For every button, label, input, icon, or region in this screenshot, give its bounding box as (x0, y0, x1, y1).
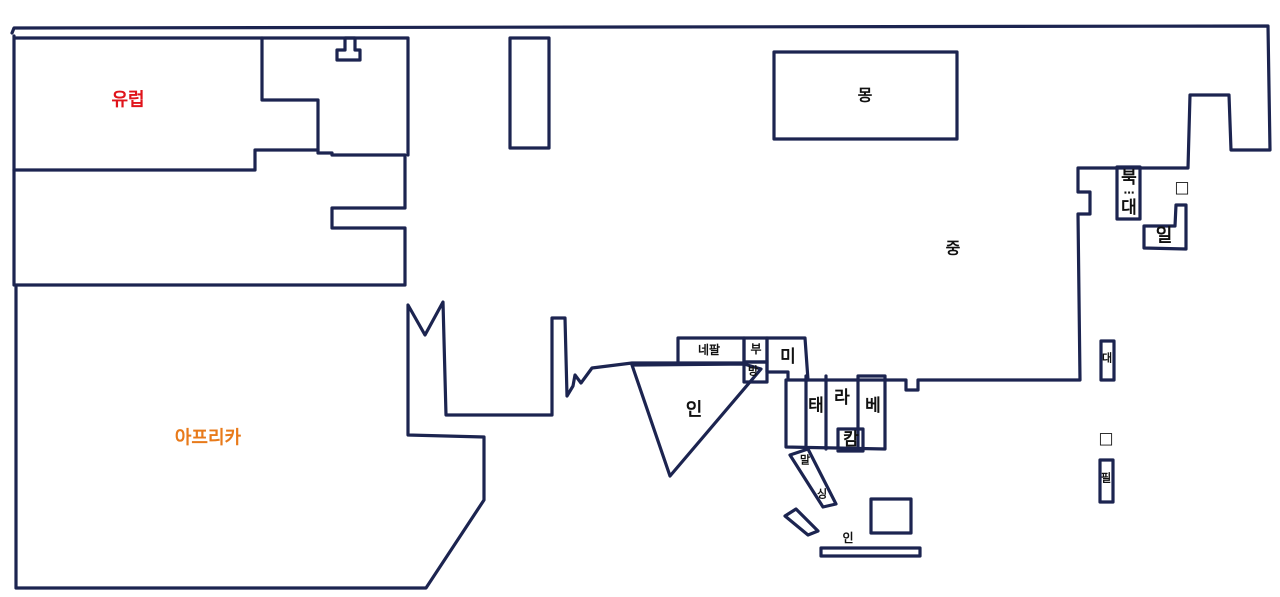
label-bhutan: 부 (750, 342, 761, 356)
label-cambodia: 캄 (843, 430, 859, 450)
malaysia-peninsula (788, 447, 838, 509)
europe-region (12, 34, 407, 287)
label-japan-box: □ (1174, 178, 1189, 197)
caucasus-strip (260, 36, 410, 157)
europe-divider (12, 148, 320, 172)
mongolia-box (772, 50, 959, 141)
japan-region (1142, 203, 1188, 251)
korea-box (1115, 165, 1142, 221)
label-korea-dots: ⋯ (1124, 187, 1135, 200)
label-laos: 라 (834, 388, 850, 408)
indonesia-bar (819, 546, 922, 558)
label-singapore: 싱 (817, 487, 827, 501)
outer-border-top-right (10, 24, 1272, 392)
label-north-korea: 북 (1121, 168, 1137, 188)
philippines-east-box (869, 497, 913, 535)
label-vietnam: 베 (865, 396, 881, 416)
southeast-asia-block (784, 374, 887, 453)
label-africa: 아프리카 (175, 428, 242, 449)
label-thailand: 태 (808, 396, 824, 416)
label-philippines: 필 (1101, 471, 1111, 485)
borneo-sliver (783, 507, 820, 537)
label-malaysia: 말 (800, 454, 810, 467)
label-mongolia: 몽 (858, 86, 873, 105)
map-outlines (10, 24, 1272, 590)
label-indonesia: 인 (842, 530, 853, 545)
central-asia-box (508, 36, 551, 150)
label-japan: 일 (1156, 226, 1173, 247)
label-nepal: 네팔 (698, 342, 720, 357)
country-labels: 유럽 아프리카 몽 중 북 ⋯ 대 □ 일 대 □ 필 네팔 부 방 인 미 태… (111, 86, 1189, 546)
label-china: 중 (946, 239, 961, 258)
label-europe: 유럽 (111, 90, 144, 111)
africa-region (14, 285, 680, 590)
label-taiwan: 대 (1102, 351, 1112, 365)
label-india: 인 (686, 400, 703, 421)
label-south-korea: 대 (1121, 198, 1137, 218)
europe-notch (335, 36, 362, 62)
label-myanmar: 미 (780, 347, 796, 367)
philippines-box (1098, 458, 1115, 504)
myanmar-region (765, 336, 810, 382)
taiwan-box (1099, 339, 1116, 382)
label-bangladesh: 방 (748, 364, 758, 378)
label-philippines-box: □ (1098, 429, 1113, 448)
